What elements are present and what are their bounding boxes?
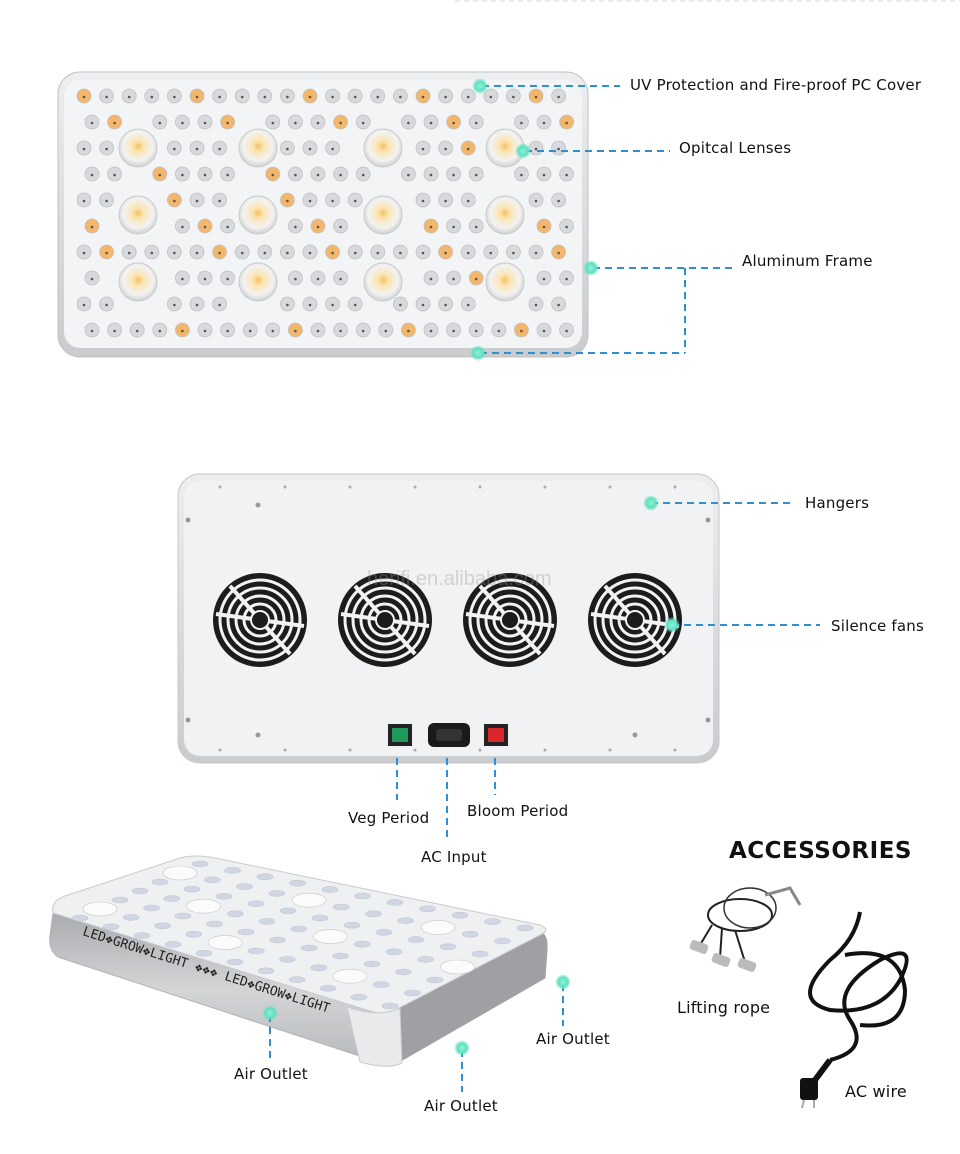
cob-lens (485, 262, 525, 302)
cob-lens (238, 195, 278, 235)
cob-lens (363, 262, 403, 302)
cob-lens (363, 195, 403, 235)
callout-bloom-period: Bloom Period (467, 802, 569, 820)
accessory-ac-wire: AC wire (845, 1082, 907, 1101)
cob-lens (485, 195, 525, 235)
cob-lens (238, 262, 278, 302)
callout-air-outlet-side: Air Outlet (536, 1030, 610, 1048)
back-panel (177, 473, 720, 764)
callout-hangers: Hangers (805, 494, 870, 512)
fan-icon (213, 573, 307, 667)
ac-wire-icon (800, 911, 909, 1109)
callout-veg-period: Veg Period (348, 809, 430, 827)
callout-lines (269, 85, 820, 1092)
cob-lens (238, 128, 278, 168)
callout-ac-input: AC Input (421, 848, 487, 866)
fan-icon (463, 573, 557, 667)
cob-lens (363, 128, 403, 168)
cob-lens (118, 262, 158, 302)
accessory-lifting-rope: Lifting rope (677, 998, 771, 1017)
callout-aluminum-frame: Aluminum Frame (742, 252, 873, 270)
callout-silence-fans: Silence fans (831, 617, 925, 635)
led-array (76, 88, 574, 338)
watermark: herifi.en.alibaba.com (367, 568, 552, 590)
fan-icon (338, 573, 432, 667)
lifting-rope-icon (689, 886, 802, 972)
callout-uv-cover: UV Protection and Fire-proof PC Cover (630, 76, 922, 94)
perspective-panel: LED❖GROW❖LIGHT ❖❖❖ LED❖GROW❖LIGHT (49, 855, 548, 1067)
cob-lens (118, 128, 158, 168)
callout-air-outlet-front: Air Outlet (234, 1065, 308, 1083)
fan-icon (588, 573, 682, 667)
callout-air-outlet-corner: Air Outlet (424, 1097, 498, 1115)
cob-lens (118, 195, 158, 235)
callout-dots (262, 78, 680, 1056)
callout-optical-lenses: Opitcal Lenses (679, 139, 792, 157)
front-panel (57, 71, 589, 358)
accessories-title: ACCESSORIES (729, 838, 912, 864)
